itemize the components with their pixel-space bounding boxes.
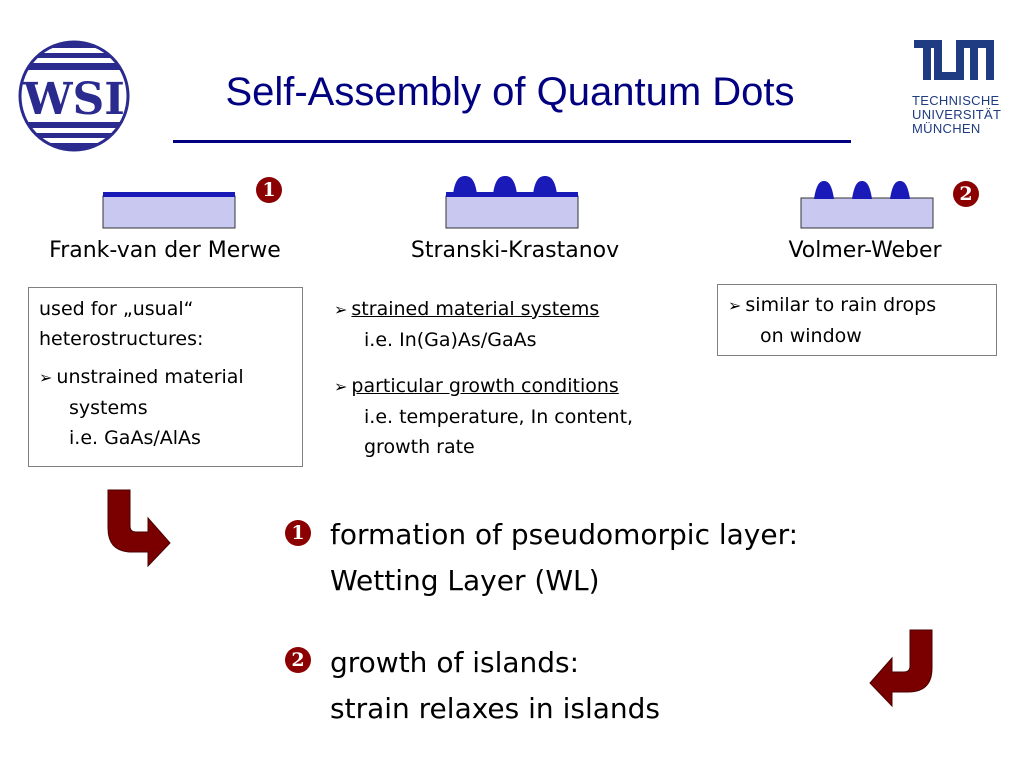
step-2-line-1: growth of islands: bbox=[330, 646, 580, 679]
arrow-bullet-icon: ➢ bbox=[334, 377, 348, 396]
page-title: Self-Assembly of Quantum Dots bbox=[225, 70, 795, 114]
step-1-line-1: formation of pseudomorpic layer: bbox=[330, 518, 799, 551]
tum-line-3: MÜNCHEN bbox=[912, 121, 981, 136]
step-1-text: formation of pseudomorpic layer: Wetting… bbox=[330, 512, 930, 604]
curved-arrow-down-left-icon bbox=[866, 628, 936, 708]
label-volmer-weber: Volmer-Weber bbox=[788, 238, 942, 263]
fvdm-intro-line-1: used for „usual“ bbox=[39, 298, 194, 320]
fvdm-item-line-1: unstrained material bbox=[56, 366, 244, 388]
sk-description: ➢strained material systems i.e. In(Ga)As… bbox=[334, 294, 714, 462]
wsi-logo: WSI bbox=[18, 40, 130, 152]
step-1-line-2: Wetting Layer (WL) bbox=[330, 564, 600, 597]
arrow-bullet-icon: ➢ bbox=[39, 368, 53, 387]
sk-item-2-detail-1: i.e. temperature, In content, bbox=[364, 406, 634, 428]
step-2-line-2: strain relaxes in islands bbox=[330, 692, 660, 725]
tum-logo: TECHNISCHE UNIVERSITÄT MÜNCHEN bbox=[912, 38, 1012, 148]
fvdm-item-line-2: systems bbox=[69, 397, 148, 419]
wsi-logo-text: WSI bbox=[22, 74, 125, 125]
title-underline bbox=[173, 140, 851, 143]
sk-item-2-title: particular growth conditions bbox=[351, 375, 619, 397]
sk-item-2-detail-2: growth rate bbox=[364, 436, 475, 458]
curved-arrow-down-right-icon bbox=[104, 488, 174, 568]
step-2-text: growth of islands: strain relaxes in isl… bbox=[330, 640, 830, 732]
sk-diagram bbox=[445, 174, 579, 230]
arrow-bullet-icon: ➢ bbox=[728, 296, 742, 315]
vw-description-box: ➢similar to rain drops on window bbox=[717, 284, 997, 356]
fvdm-item-line-3: i.e. GaAs/AlAs bbox=[69, 427, 201, 449]
tum-mark-icon bbox=[914, 40, 994, 80]
fvdm-intro-line-2: heterostructures: bbox=[39, 328, 204, 350]
arrow-bullet-icon: ➢ bbox=[334, 300, 348, 319]
marker-2-icon: 2 bbox=[953, 181, 979, 207]
tum-line-2: UNIVERSITÄT bbox=[912, 107, 1002, 122]
step-1-marker-icon: 1 bbox=[285, 520, 311, 546]
marker-1-icon: 1 bbox=[256, 177, 282, 203]
sk-item-1-detail: i.e. In(Ga)As/GaAs bbox=[364, 329, 537, 351]
tum-line-1: TECHNISCHE bbox=[912, 93, 1000, 108]
vw-diagram bbox=[800, 178, 934, 230]
label-stranski-krastanov: Stranski-Krastanov bbox=[410, 238, 620, 263]
step-2-marker-icon: 2 bbox=[285, 647, 311, 673]
sk-item-1-title: strained material systems bbox=[351, 298, 600, 320]
vw-line-2: on window bbox=[760, 325, 862, 347]
vw-line-1: similar to rain drops bbox=[745, 294, 937, 316]
label-frank-van-der-merwe: Frank-van der Merwe bbox=[49, 238, 281, 263]
fvdm-description-box: used for „usual“ heterostructures: ➢unst… bbox=[28, 287, 303, 467]
fvdm-diagram bbox=[102, 190, 236, 230]
